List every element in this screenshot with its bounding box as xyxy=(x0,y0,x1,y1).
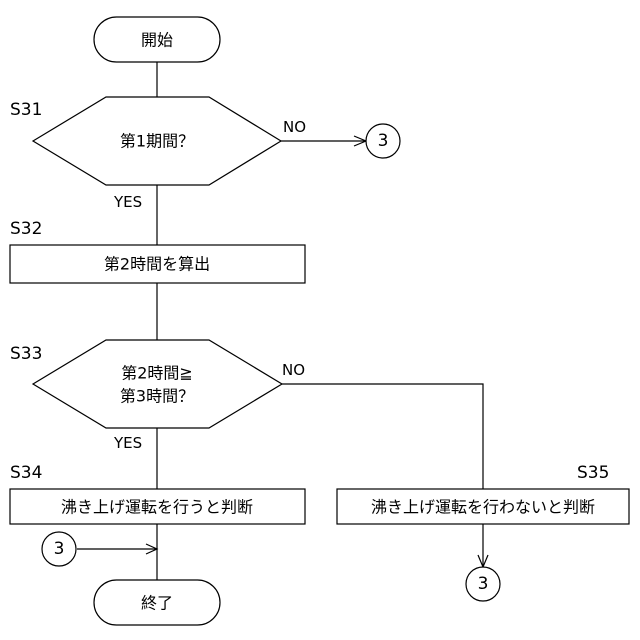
decision-s33-text-line1: 第2時間≧ xyxy=(121,364,193,383)
connector-s34-in-label: 3 xyxy=(54,539,65,559)
process-s34-text: 沸き上げ運転を行うと判断 xyxy=(61,498,253,517)
start-label: 開始 xyxy=(141,31,173,50)
s33-yes-label: YES xyxy=(113,434,142,452)
step-id-s32: S32 xyxy=(10,219,42,239)
connector-s31-out-label: 3 xyxy=(378,131,389,151)
flow-line-s33-no xyxy=(282,384,483,489)
process-s32-text: 第2時間を算出 xyxy=(104,255,210,274)
s33-no-label: NO xyxy=(282,361,305,379)
s31-yes-label: YES xyxy=(113,193,142,211)
s31-no-label: NO xyxy=(283,118,306,136)
process-s35-text: 沸き上げ運転を行わないと判断 xyxy=(371,498,595,517)
end-label: 終了 xyxy=(141,594,173,613)
step-id-s31: S31 xyxy=(10,100,42,120)
decision-s33 xyxy=(33,340,282,428)
step-id-s34: S34 xyxy=(10,463,42,483)
step-id-s35: S35 xyxy=(577,463,609,483)
connector-s35-out-label: 3 xyxy=(478,574,489,594)
decision-s31-text: 第1期間？ xyxy=(120,132,194,151)
decision-s33-text-line2: 第3時間？ xyxy=(120,387,194,406)
step-id-s33: S33 xyxy=(10,344,42,364)
